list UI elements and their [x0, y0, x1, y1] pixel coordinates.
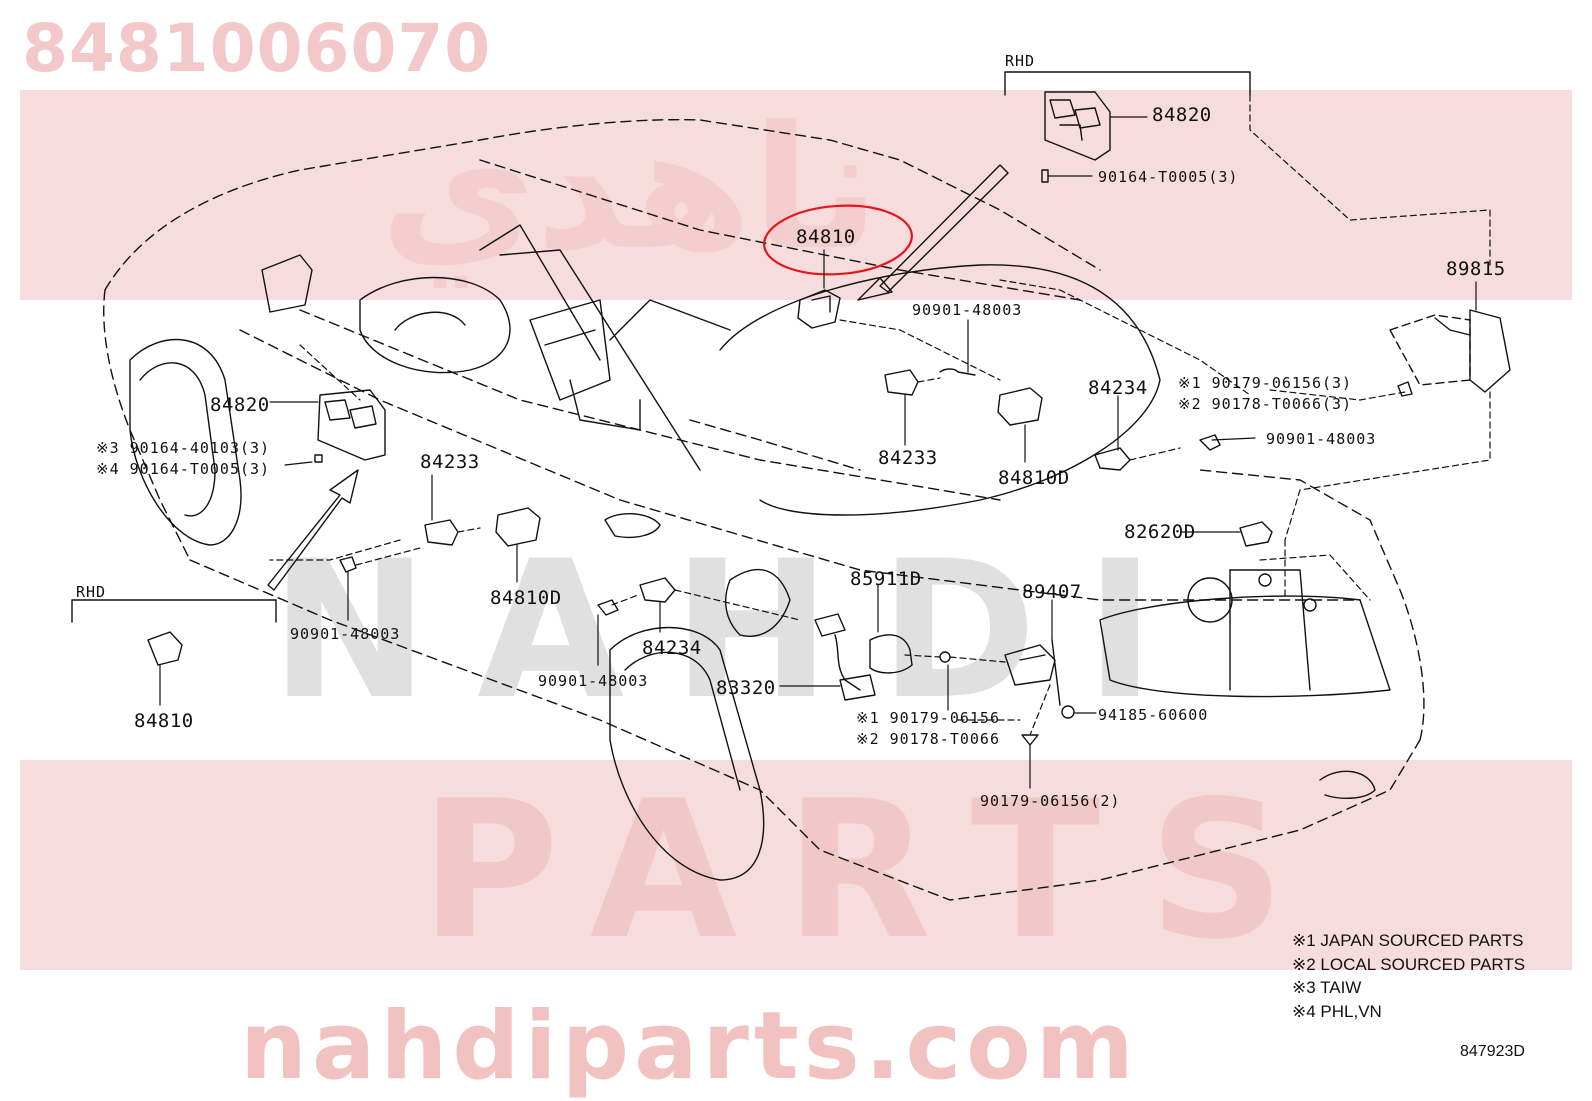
- label-90164-t0005-left: ※4 90164-T0005(3): [96, 460, 271, 478]
- label-90901-48003-top: 90901-48003: [912, 301, 1023, 319]
- label-90178-t0066-right: ※2 90178-T0066(3): [1178, 395, 1353, 413]
- label-85911d: 85911D: [850, 568, 922, 590]
- label-89815: 89815: [1446, 258, 1506, 280]
- label-90178-t0066-bottom: ※2 90178-T0066: [856, 730, 1000, 748]
- label-rhd-left: RHD: [76, 583, 107, 601]
- label-84810d-center: 84810D: [998, 467, 1070, 489]
- label-84810-left: 84810: [134, 710, 194, 732]
- label-90164-40103: ※3 90164-40103(3): [96, 439, 271, 457]
- label-84820-top: 84820: [1152, 104, 1212, 126]
- footnote-2: ※2 LOCAL SOURCED PARTS: [1292, 955, 1526, 974]
- footnote-4: ※4 PHL,VN: [1292, 1002, 1382, 1021]
- watermark-brand-parts: PARTS: [420, 760, 1334, 981]
- footnote-1: ※1 JAPAN SOURCED PARTS: [1292, 931, 1524, 950]
- label-90179-06156-bottom: ※1 90179-06156: [856, 709, 1000, 727]
- rhd-bracket-top: [1004, 71, 1251, 96]
- label-89407: 89407: [1022, 581, 1082, 603]
- label-90179-06156-right: ※1 90179-06156(3): [1178, 374, 1353, 392]
- rhd-bracket-left: [71, 599, 277, 623]
- watermark-band-top: [20, 90, 1572, 300]
- label-83320: 83320: [716, 677, 776, 699]
- label-84810-highlighted: 84810: [796, 226, 856, 248]
- label-84810d-left: 84810D: [490, 587, 562, 609]
- watermark-part-number: 8481006070: [22, 10, 492, 87]
- part-sketches: [147, 91, 1511, 746]
- label-90164-t0005-top: 90164-T0005(3): [1098, 168, 1239, 186]
- label-84820-left: 84820: [210, 394, 270, 416]
- pointer-arrows: [267, 164, 1009, 591]
- label-84234-right: 84234: [1088, 377, 1148, 399]
- watermark-site: nahdiparts.com: [240, 992, 1139, 1101]
- label-90901-48003-right: 90901-48003: [1266, 430, 1377, 448]
- label-90901-48003-left: 90901-48003: [290, 625, 401, 643]
- diagram-code: 847923D: [1460, 1043, 1525, 1060]
- footnote-3: ※3 TAIW: [1292, 978, 1362, 997]
- leader-lines: [159, 94, 1491, 789]
- label-84233-center: 84233: [878, 447, 938, 469]
- watermark-band-bottom: [20, 760, 1572, 970]
- label-90901-48003-bottom: 90901-48003: [538, 672, 649, 690]
- label-84234-center: 84234: [642, 637, 702, 659]
- highlight-circle: [763, 204, 913, 276]
- car-outline: [103, 118, 1425, 901]
- car-solid-lines: [129, 224, 1391, 881]
- watermark-brand-nahdi: NAHDI: [270, 520, 1204, 741]
- label-84233-left: 84233: [420, 451, 480, 473]
- label-rhd-top: RHD: [1005, 52, 1036, 70]
- label-94185-60600: 94185-60600: [1098, 706, 1209, 724]
- label-82620d: 82620D: [1124, 521, 1196, 543]
- label-90179-06156-2: 90179-06156(2): [980, 792, 1121, 810]
